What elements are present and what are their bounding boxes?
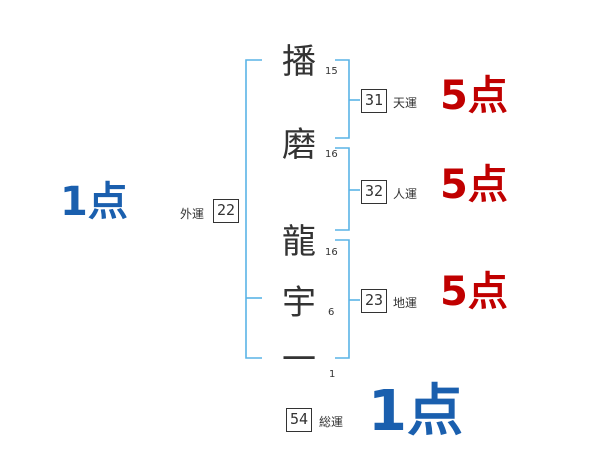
name-char-5: 一 <box>282 340 316 380</box>
stroke-count-1: 15 <box>325 66 338 77</box>
name-char-2: 磨 <box>282 125 316 165</box>
tenun-label: 天運 <box>393 96 418 110</box>
jinun-label: 人運 <box>393 187 418 201</box>
souun-value: 54 <box>286 408 312 432</box>
jinun-score: 5点 <box>440 162 508 208</box>
souun-score: 1点 <box>368 379 463 444</box>
chiun-value: 23 <box>361 289 387 313</box>
souun-label: 総運 <box>319 415 344 429</box>
tenun-score: 5点 <box>440 73 508 119</box>
stroke-count-2: 16 <box>325 149 338 160</box>
name-char-3: 龍 <box>282 222 316 262</box>
stroke-count-4: 6 <box>328 307 335 318</box>
gaiun-value: 22 <box>213 199 239 223</box>
name-char-1: 播 <box>282 42 316 82</box>
stroke-count-5: 1 <box>329 369 336 380</box>
name-char-4: 宇 <box>282 283 316 323</box>
gaiun-score: 1点 <box>60 179 128 225</box>
tenun-value: 31 <box>361 89 387 113</box>
stroke-count-3: 16 <box>325 247 338 258</box>
chiun-score: 5点 <box>440 269 508 315</box>
jinun-value: 32 <box>361 180 387 204</box>
chiun-label: 地運 <box>393 296 418 310</box>
gaiun-label: 外運 <box>180 207 205 221</box>
